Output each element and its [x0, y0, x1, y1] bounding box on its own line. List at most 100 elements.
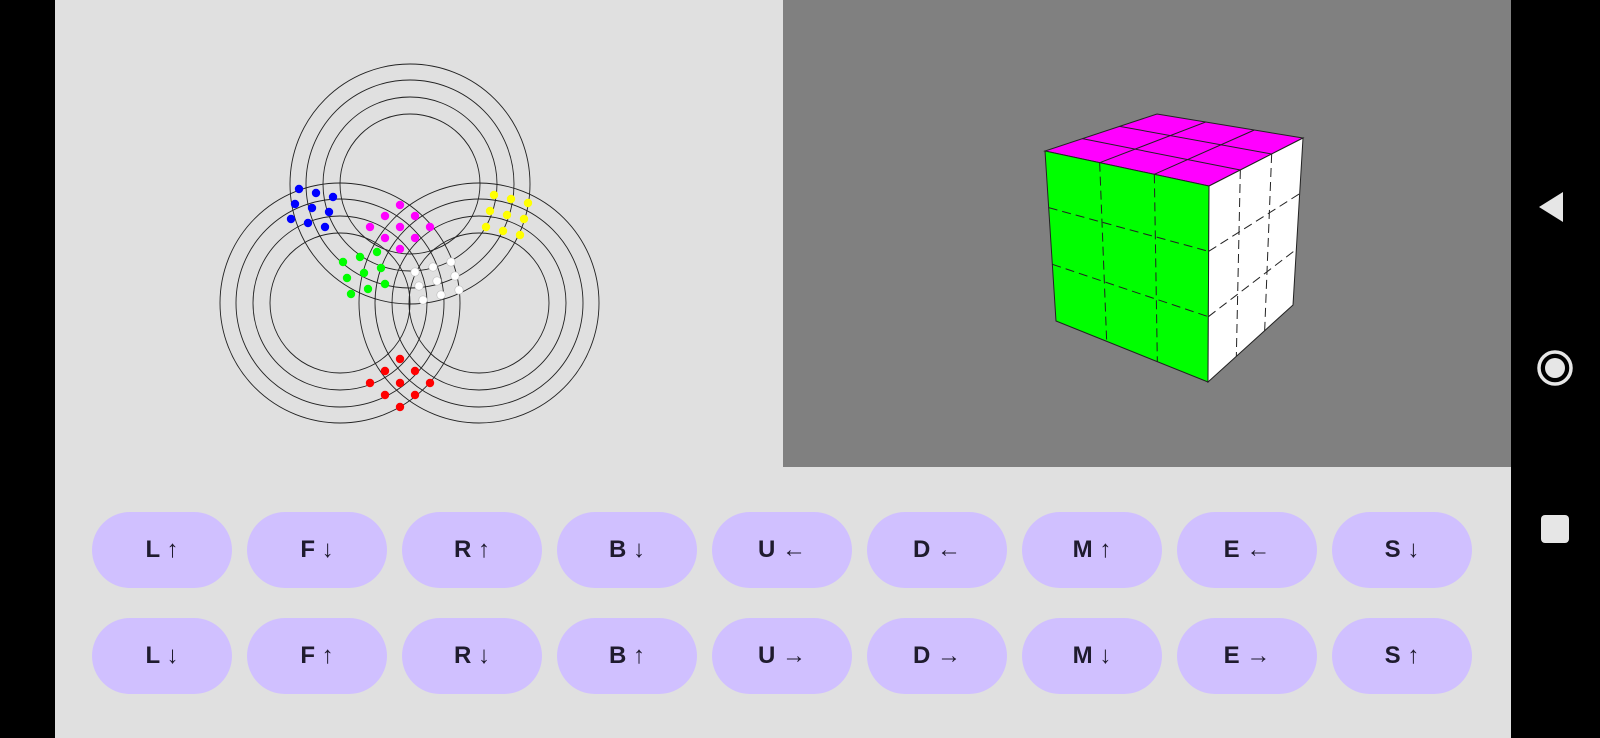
- green-sticker-cluster: [338, 247, 390, 299]
- blue-sticker-cluster-dot: [320, 222, 330, 232]
- cube-front-face: [1044, 150, 1210, 383]
- blue-sticker-cluster: [286, 184, 338, 232]
- ring-right-2: [391, 215, 567, 391]
- blue-sticker-cluster-dot: [303, 218, 313, 228]
- move-button-e-left[interactable]: E ←: [1177, 512, 1317, 588]
- magenta-sticker-cluster-dot: [410, 233, 420, 243]
- magenta-sticker-cluster-dot: [395, 222, 405, 232]
- yellow-sticker-cluster-dot: [519, 214, 529, 224]
- circle-diagram: [219, 63, 600, 424]
- recents-square-icon: [1541, 515, 1569, 543]
- yellow-sticker-cluster-dot: [515, 230, 525, 240]
- move-button-r-up[interactable]: R ↑: [402, 512, 542, 588]
- back-triangle-icon: [1539, 192, 1563, 222]
- blue-sticker-cluster-dot: [286, 214, 296, 224]
- cube-front-face-gridline: [1153, 174, 1158, 362]
- yellow-sticker-cluster-dot: [523, 198, 533, 208]
- cube-top-face-gridline: [1119, 125, 1272, 155]
- magenta-sticker-cluster: [365, 200, 435, 254]
- white-sticker-cluster-dot: [450, 271, 460, 281]
- green-sticker-cluster-dot: [372, 247, 382, 257]
- yellow-sticker-cluster-dot: [481, 222, 491, 232]
- green-sticker-cluster-dot: [359, 268, 369, 278]
- magenta-sticker-cluster-dot: [380, 211, 390, 221]
- magenta-sticker-cluster-dot: [410, 211, 420, 221]
- move-button-b-up[interactable]: B ↑: [557, 618, 697, 694]
- blue-sticker-cluster-dot: [328, 192, 338, 202]
- move-button-f-up[interactable]: F ↑: [247, 618, 387, 694]
- blue-sticker-cluster-dot: [290, 199, 300, 209]
- green-sticker-cluster-dot: [363, 284, 373, 294]
- move-button-d-left[interactable]: D ←: [867, 512, 1007, 588]
- cube-right-face: [1207, 137, 1304, 384]
- white-sticker-cluster-dot: [410, 267, 420, 277]
- cube-right-face-gridline: [1235, 169, 1241, 357]
- move-button-e-right[interactable]: E →: [1177, 618, 1317, 694]
- red-sticker-cluster-dot: [395, 402, 405, 412]
- red-sticker-cluster-dot: [395, 378, 405, 388]
- white-sticker-cluster-dot: [432, 276, 442, 286]
- move-button-r-down[interactable]: R ↓: [402, 618, 542, 694]
- cube-3d-render[interactable]: [783, 0, 1511, 467]
- white-sticker-cluster: [410, 257, 464, 305]
- move-button-b-down[interactable]: B ↓: [557, 512, 697, 588]
- magenta-sticker-cluster-dot: [425, 222, 435, 232]
- white-sticker-cluster-dot: [418, 295, 428, 305]
- red-sticker-cluster-dot: [410, 366, 420, 376]
- blue-sticker-cluster-dot: [307, 203, 317, 213]
- green-sticker-cluster-dot: [355, 252, 365, 262]
- yellow-sticker-cluster-dot: [498, 226, 508, 236]
- cube-top-face-gridline: [1082, 138, 1241, 171]
- cube-front-face-gridline: [1099, 162, 1108, 342]
- cube-right-face-gridline: [1208, 248, 1297, 318]
- cube-top-face-gridline: [1099, 121, 1206, 164]
- yellow-sticker-cluster: [481, 190, 533, 240]
- blue-sticker-cluster-dot: [324, 207, 334, 217]
- ring-right-1: [374, 198, 584, 408]
- ring-right-0: [358, 182, 600, 424]
- nav-home-button[interactable]: [1511, 338, 1600, 398]
- red-sticker-cluster-dot: [395, 354, 405, 364]
- green-sticker-cluster-dot: [338, 257, 348, 267]
- magenta-sticker-cluster-dot: [395, 200, 405, 210]
- ring-left-1: [235, 198, 445, 408]
- red-sticker-cluster-dot: [380, 390, 390, 400]
- blue-sticker-cluster-dot: [294, 184, 304, 194]
- white-sticker-cluster-dot: [446, 257, 456, 267]
- move-button-m-up[interactable]: M ↑: [1022, 512, 1162, 588]
- ring-left-3: [269, 232, 411, 374]
- magenta-sticker-cluster-dot: [365, 222, 375, 232]
- move-button-l-down[interactable]: L ↓: [92, 618, 232, 694]
- ring-right-3: [408, 232, 550, 374]
- move-button-u-right[interactable]: U →: [712, 618, 852, 694]
- yellow-sticker-cluster-dot: [506, 194, 516, 204]
- red-sticker-cluster-dot: [410, 390, 420, 400]
- cube-3d-viewport[interactable]: [783, 0, 1511, 467]
- move-button-l-up[interactable]: L ↑: [92, 512, 232, 588]
- blue-sticker-cluster-dot: [311, 188, 321, 198]
- circle-diagram-panel: [55, 0, 783, 467]
- yellow-sticker-cluster-dot: [502, 210, 512, 220]
- red-sticker-cluster-dot: [365, 378, 375, 388]
- app-root: L ↑ F ↓ R ↑ B ↓ U ← D ← M ↑ E ← S ↓ L ↓ …: [55, 0, 1511, 738]
- home-circle-icon: [1537, 350, 1573, 386]
- nav-back-button[interactable]: [1511, 177, 1600, 237]
- red-sticker-cluster: [365, 354, 435, 412]
- move-button-f-down[interactable]: F ↓: [247, 512, 387, 588]
- nav-recents-button[interactable]: [1511, 499, 1600, 559]
- move-button-s-down[interactable]: S ↓: [1332, 512, 1472, 588]
- move-button-d-right[interactable]: D →: [867, 618, 1007, 694]
- move-button-u-left[interactable]: U ←: [712, 512, 852, 588]
- magenta-sticker-cluster-dot: [395, 244, 405, 254]
- white-sticker-cluster-dot: [414, 281, 424, 291]
- cube-top-face-gridline: [1154, 129, 1255, 175]
- white-sticker-cluster-dot: [428, 262, 438, 272]
- move-button-m-down[interactable]: M ↓: [1022, 618, 1162, 694]
- yellow-sticker-cluster-dot: [485, 206, 495, 216]
- ring-left-0: [219, 182, 461, 424]
- ring-top-1: [305, 79, 515, 289]
- move-button-s-up[interactable]: S ↑: [1332, 618, 1472, 694]
- white-sticker-cluster-dot: [436, 290, 446, 300]
- yellow-sticker-cluster-dot: [489, 190, 499, 200]
- move-controls: L ↑ F ↓ R ↑ B ↓ U ← D ← M ↑ E ← S ↓ L ↓ …: [92, 512, 1472, 694]
